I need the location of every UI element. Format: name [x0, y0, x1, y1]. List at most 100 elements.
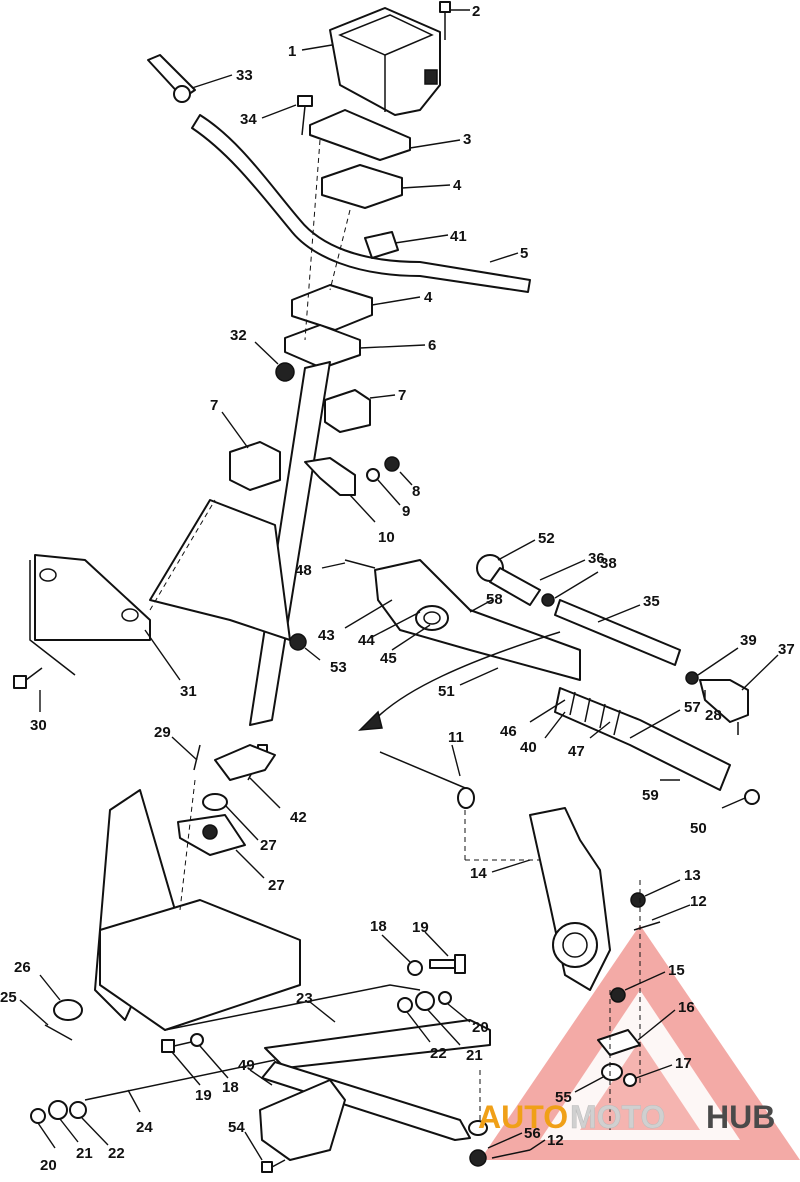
callout-9: 9: [402, 503, 410, 520]
callout-21: 21: [466, 1047, 483, 1064]
callout-38: 38: [600, 555, 617, 572]
callout-group: 1 2 3 4 4 5 6 7 7 8 9 10 11 12 12 13 14: [0, 3, 795, 1174]
callout-27b: 27: [268, 877, 285, 894]
callout-1: 1: [288, 43, 296, 60]
callout-27: 27: [260, 837, 277, 854]
callout-2: 2: [472, 3, 480, 20]
part-4-upper-clamp: [321, 164, 403, 209]
watermark-hub: HUB: [706, 1099, 775, 1135]
part-2-screw: [439, 1, 451, 40]
callout-10: 10: [378, 529, 395, 546]
part-33-grip: [147, 54, 196, 103]
callout-17: 17: [675, 1055, 692, 1072]
part-23-a-arm: [261, 1019, 491, 1141]
part-19-bolt-upper: [429, 954, 466, 974]
part-20-washer-mid: [438, 991, 452, 1005]
callout-11: 11: [448, 729, 464, 746]
part-21-bushing-mid: [415, 991, 435, 1011]
callout-50: 50: [690, 820, 707, 837]
frame-gusset: [149, 499, 291, 641]
callout-34: 34: [240, 111, 257, 128]
part-26-washer: [53, 999, 83, 1021]
part-55-ball-joint: [601, 1063, 623, 1081]
callout-22: 22: [430, 1045, 447, 1062]
callout-3: 3: [463, 131, 471, 148]
part-41-decal: [364, 231, 399, 259]
part-56-bushing: [468, 1120, 488, 1136]
callout-31: 31: [180, 683, 197, 700]
callout-32: 32: [230, 327, 247, 344]
callout-51: 51: [438, 683, 455, 700]
part-29-cotter-pin: [193, 744, 201, 771]
callout-30: 30: [30, 717, 47, 734]
part-31-frame-bracket: [29, 554, 151, 676]
callout-24: 24: [136, 1119, 153, 1136]
part-9-washer: [366, 468, 380, 482]
part-15-nut: [610, 987, 626, 1003]
part-13-nut: [630, 892, 646, 908]
callout-58: 58: [486, 591, 503, 608]
callout-18: 18: [370, 918, 387, 935]
callout-23: 23: [296, 990, 313, 1007]
part-30-bolt: [13, 667, 43, 689]
lower-frame: [94, 789, 421, 1031]
callout-36: 36: [588, 550, 605, 567]
callout-29: 29: [154, 724, 171, 741]
callout-54: 54: [228, 1119, 245, 1136]
part-21-bushing-low: [48, 1100, 68, 1120]
part-12-cotter-pin-lower: [491, 1149, 531, 1159]
callout-56: 56: [524, 1125, 541, 1142]
part-17-bolt: [623, 1073, 637, 1087]
callout-21b: 21: [76, 1145, 93, 1162]
part-4-lower-clamp: [291, 284, 373, 331]
part-54-bolt: [261, 1159, 286, 1173]
callout-35: 35: [643, 593, 660, 610]
part-10-clamp-bracket: [304, 457, 356, 496]
callout-44: 44: [358, 632, 375, 649]
callout-25: 25: [0, 989, 17, 1006]
callout-20: 20: [472, 1019, 489, 1036]
curved-arrow: [358, 631, 561, 731]
callout-45: 45: [380, 650, 397, 667]
part-18-washer-lower: [190, 1033, 204, 1047]
callout-46: 46: [500, 723, 517, 740]
callout-14: 14: [470, 865, 487, 882]
callout-7: 7: [210, 397, 218, 414]
callout-18b: 18: [222, 1079, 239, 1096]
callout-39: 39: [740, 632, 757, 649]
part-32-nut: [275, 362, 295, 382]
part-11-tie-rod: [379, 751, 475, 809]
callout-40: 40: [520, 739, 537, 756]
callout-47: 47: [568, 743, 585, 760]
callout-55: 55: [555, 1089, 572, 1106]
callout-20b: 20: [40, 1157, 57, 1174]
part-22-washer-mid: [397, 997, 413, 1013]
watermark-auto: AUTO: [478, 1099, 568, 1135]
callout-4b: 4: [424, 289, 433, 306]
callout-16: 16: [678, 999, 695, 1016]
callout-49: 49: [238, 1057, 255, 1074]
callout-28: 28: [705, 707, 722, 724]
callout-8: 8: [412, 483, 420, 500]
part-35-tie-rod: [476, 554, 681, 666]
part-53-nut: [289, 633, 307, 651]
part-49-guard: [259, 1079, 346, 1161]
callout-22b: 22: [108, 1145, 125, 1162]
watermark-text: AUTO MOTO HUB: [478, 1099, 775, 1136]
callout-59: 59: [642, 787, 659, 804]
callout-42: 42: [290, 809, 307, 826]
callout-26: 26: [14, 959, 31, 976]
part-47-boot-assembly: [554, 687, 760, 805]
callout-19: 19: [412, 919, 429, 936]
part-20-washer-low: [30, 1108, 46, 1124]
callout-57: 57: [684, 699, 701, 716]
callout-53: 53: [330, 659, 347, 676]
callout-5: 5: [520, 245, 528, 262]
part-7-bushing-left: [229, 441, 281, 491]
callout-13: 13: [684, 867, 701, 884]
part-8-nut: [384, 456, 400, 472]
callout-43: 43: [318, 627, 335, 644]
part-12-cotter-pin: [633, 921, 661, 931]
part-22-washer-low: [69, 1101, 87, 1119]
